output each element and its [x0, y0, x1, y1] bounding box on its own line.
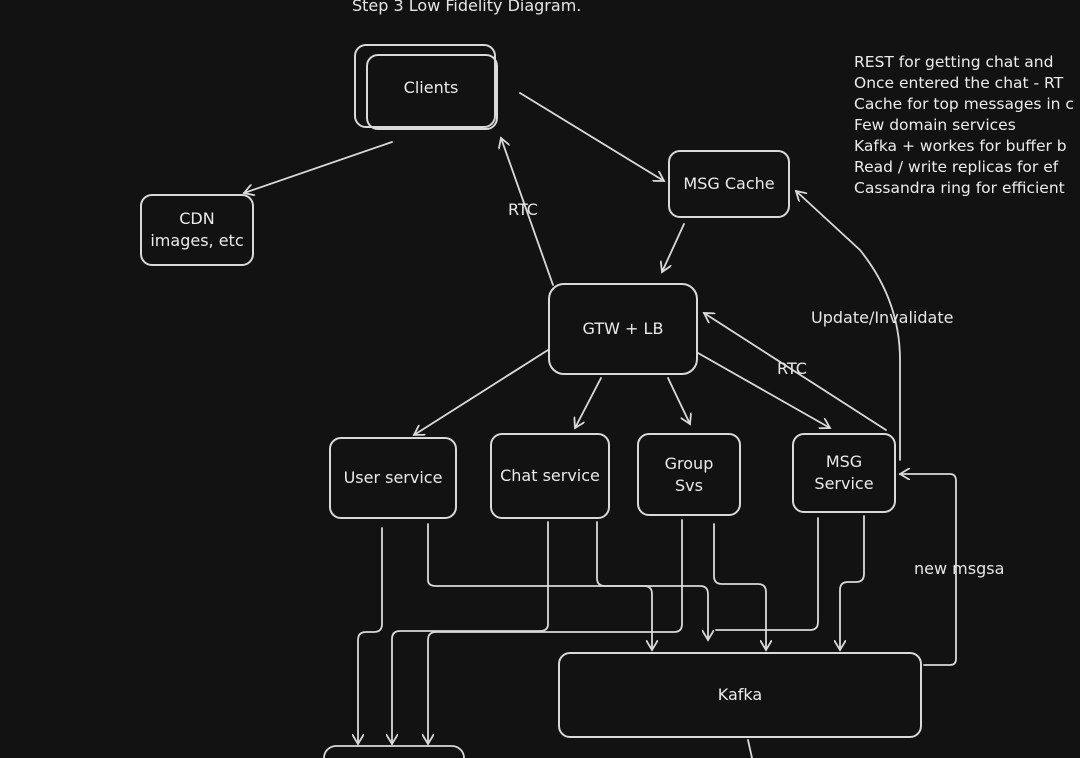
msg-service-label: MSG Service: [814, 452, 874, 493]
group-svs-label: Group Svs: [664, 453, 714, 495]
note-line: Read / write replicas for ef: [854, 158, 1059, 176]
edge-user-to-kafka: [427, 523, 652, 650]
edge-user-to-db-a: [358, 527, 383, 744]
user-service-node[interactable]: User service: [329, 437, 457, 519]
chat-service-node[interactable]: Chat service: [490, 433, 610, 519]
kafka-label: Kafka: [717, 685, 763, 705]
note-line: Cassandra ring for efficient: [854, 179, 1065, 197]
edge-gateway-chat-service: [575, 377, 602, 428]
update-invalidate-label: Update/Invalidate: [811, 308, 954, 327]
rtc-label-msg-service: RTC: [777, 359, 807, 378]
edge-group-to-db: [428, 519, 683, 744]
new-msgsa-label: new msgsa: [914, 559, 1005, 578]
msg-cache-node[interactable]: MSG Cache: [668, 150, 790, 218]
msg-cache-label: MSG Cache: [683, 174, 775, 194]
clients-label: Clients: [403, 78, 459, 98]
edge-msg-service-gateway: [704, 313, 887, 431]
edge-msg-service-to-kafka-a: [715, 517, 819, 631]
cdn-node[interactable]: CDN images, etc: [140, 194, 254, 266]
note-line: Cache for top messages in c: [854, 95, 1074, 113]
clients-node[interactable]: Clients: [354, 44, 498, 130]
gateway-node[interactable]: GTW + LB: [548, 283, 698, 375]
edge-gateway-clients: [501, 138, 554, 286]
edge-gateway-user-service: [414, 349, 549, 435]
note-line: REST for getting chat and: [854, 53, 1054, 71]
edge-chat-to-kafka: [596, 521, 708, 640]
rtc-label-clients: RTC: [508, 200, 538, 219]
note-line: Few domain services: [854, 116, 1016, 134]
edge-msg-service-msg-cache: [796, 191, 901, 461]
chat-service-label: Chat service: [500, 466, 600, 486]
group-svs-node[interactable]: Group Svs: [637, 433, 741, 516]
kafka-node[interactable]: Kafka: [558, 652, 922, 738]
note-line: Once entered the chat - RT: [854, 74, 1064, 92]
edge-gateway-msg-service: [697, 352, 830, 428]
edge-kafka-bottom: [747, 739, 753, 758]
gateway-label: GTW + LB: [582, 319, 664, 339]
database-node-partial: [323, 745, 465, 758]
edge-group-to-kafka: [713, 523, 766, 650]
msg-service-node[interactable]: MSG Service: [792, 433, 896, 513]
edge-kafka-msg-service: [900, 474, 957, 666]
edge-msg-cache-gateway: [662, 223, 685, 272]
edge-gateway-group-svs: [667, 377, 690, 424]
cdn-label: CDN images, etc: [150, 209, 244, 250]
edge-chat-to-db: [392, 521, 549, 744]
user-service-label: User service: [343, 468, 443, 488]
note-line: Kafka + workes for buffer b: [854, 137, 1067, 155]
edge-clients-cdn: [244, 141, 393, 193]
diagram-title: Step 3 Low Fidelity Diagram.: [352, 0, 582, 15]
edge-clients-msg-cache: [519, 92, 664, 181]
notes-block: REST for getting chat and Once entered t…: [854, 52, 1074, 199]
edge-msg-service-to-kafka-b: [840, 515, 865, 650]
